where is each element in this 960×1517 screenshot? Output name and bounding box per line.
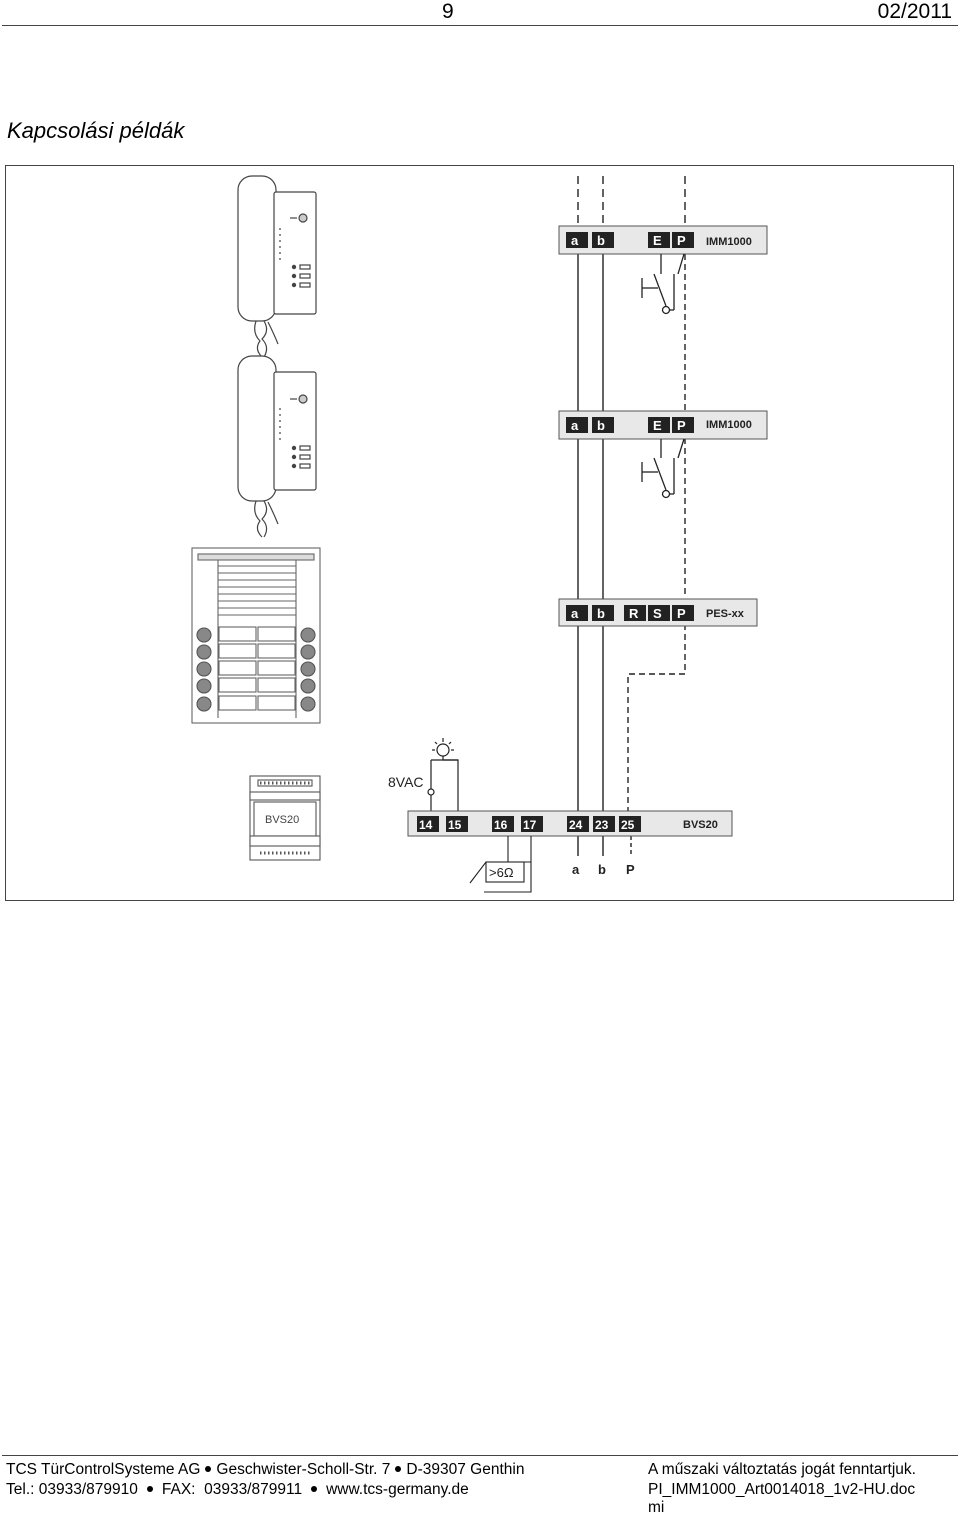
vac-label: 8VAC bbox=[388, 774, 424, 790]
svg-text:23: 23 bbox=[595, 818, 609, 832]
bvs20-device-label: BVS20 bbox=[265, 814, 299, 826]
svg-text:a: a bbox=[571, 233, 579, 248]
imm1000-top-label: IMM1000 bbox=[706, 236, 752, 248]
imm1000-top-bar: a b E P IMM1000 bbox=[558, 225, 768, 255]
bullet-icon bbox=[311, 1485, 318, 1492]
svg-text:25: 25 bbox=[621, 818, 635, 832]
svg-text:17: 17 bbox=[523, 818, 537, 832]
svg-text:15: 15 bbox=[448, 818, 462, 832]
bvs20-terminal-bar: 14 15 16 17 24 23 25 BVS20 bbox=[407, 810, 733, 837]
bvs20-device: BVS20 bbox=[249, 775, 321, 861]
imm1000-middle-bar: a b E P IMM1000 bbox=[558, 410, 768, 440]
footer-address-line: TCS TürControlSysteme AG Geschwister-Scho… bbox=[6, 1460, 524, 1479]
footer-website: www.tcs-germany.de bbox=[326, 1481, 469, 1498]
footer-rights: A műszaki változtatás jogát fenntartjuk. bbox=[648, 1461, 916, 1478]
footer-docname: PI_IMM1000_Art0014018_1v2-HU.doc bbox=[648, 1481, 916, 1498]
pes-xx-label: PES-xx bbox=[706, 608, 745, 620]
bus-label-p: P bbox=[626, 862, 635, 877]
svg-text:E: E bbox=[653, 418, 662, 433]
pes-xx-bar: a b R S P PES-xx bbox=[558, 598, 758, 627]
document-date: 02/2011 bbox=[877, 0, 952, 23]
bvs20-bar-label: BVS20 bbox=[683, 819, 718, 831]
header-rule bbox=[2, 25, 958, 26]
footer-author: mi bbox=[648, 1499, 665, 1516]
footer-company: TCS TürControlSysteme AG bbox=[6, 1461, 201, 1478]
svg-text:24: 24 bbox=[569, 818, 583, 832]
pushbutton-switch-1 bbox=[641, 253, 685, 315]
footer-city: D-39307 Genthin bbox=[406, 1461, 525, 1478]
lamp-circuit bbox=[427, 738, 459, 811]
page-title: Kapcsolási példák bbox=[7, 118, 185, 143]
bullet-icon bbox=[205, 1465, 212, 1472]
bus-label-b: b bbox=[598, 862, 606, 877]
svg-text:S: S bbox=[653, 606, 662, 621]
svg-text:P: P bbox=[677, 418, 686, 433]
page-number: 9 bbox=[442, 0, 454, 23]
svg-text:14: 14 bbox=[419, 818, 433, 832]
indoor-handset-1 bbox=[237, 175, 317, 358]
svg-text:E: E bbox=[653, 233, 662, 248]
pushbutton-switch-2 bbox=[641, 438, 685, 499]
svg-text:b: b bbox=[597, 606, 605, 621]
wiring-diagram: BVS20 a b E P IMM1000 a b bbox=[5, 165, 954, 901]
footer-street: Geschwister-Scholl-Str. 7 bbox=[216, 1461, 391, 1478]
svg-text:P: P bbox=[677, 606, 686, 621]
svg-text:b: b bbox=[597, 233, 605, 248]
footer-tel: Tel.: 03933/879910 bbox=[6, 1481, 138, 1498]
bus-wires bbox=[577, 176, 686, 856]
svg-text:a: a bbox=[571, 606, 579, 621]
svg-text:a: a bbox=[571, 418, 579, 433]
indoor-handset-2 bbox=[237, 355, 317, 538]
imm1000-middle-label: IMM1000 bbox=[706, 419, 752, 431]
bullet-icon bbox=[146, 1485, 153, 1492]
svg-text:R: R bbox=[629, 606, 639, 621]
svg-text:P: P bbox=[677, 233, 686, 248]
footer-fax: FAX: 03933/879911 bbox=[161, 1481, 303, 1498]
footer-rule bbox=[2, 1455, 958, 1456]
svg-text:16: 16 bbox=[494, 818, 508, 832]
resistor-label: >6Ω bbox=[489, 865, 514, 880]
footer-contact-line: Tel.: 03933/879910 FAX: 03933/879911 www.t… bbox=[6, 1480, 469, 1499]
bullet-icon bbox=[395, 1465, 402, 1472]
outdoor-station-panel bbox=[191, 547, 321, 724]
door-opener-resistor bbox=[469, 836, 532, 893]
svg-text:b: b bbox=[597, 418, 605, 433]
bus-label-a: a bbox=[572, 862, 580, 877]
